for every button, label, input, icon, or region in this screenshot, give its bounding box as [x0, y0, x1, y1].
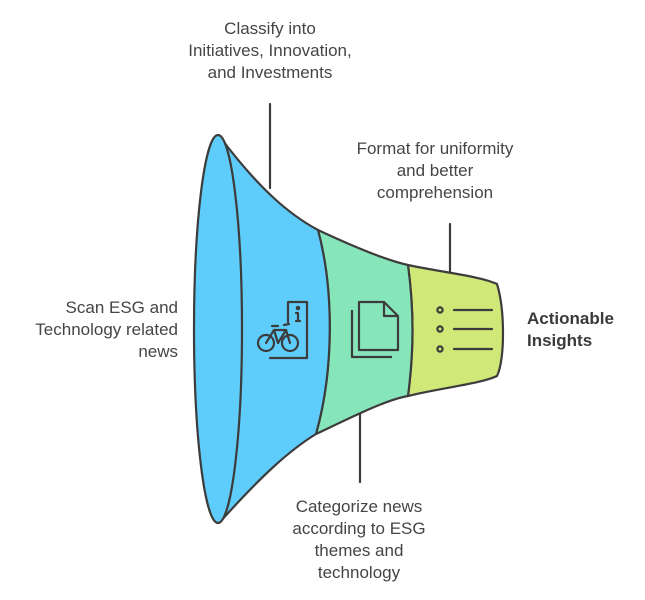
funnel-mouth	[192, 133, 244, 525]
bicycle-info-icon	[256, 300, 309, 360]
stage-classify-label: Classify into Initiatives, Innovation, a…	[188, 19, 352, 82]
funnel-stage-3	[406, 263, 505, 398]
stage-categorize-label: Categorize news according to ESG themes …	[292, 497, 426, 582]
output-label: Actionable Insights	[527, 309, 614, 350]
list-icon	[436, 306, 494, 353]
stage-format-label: Format for uniformity and better compreh…	[356, 139, 514, 202]
documents-icon	[350, 300, 400, 359]
stage-scan-label: Scan ESG and Technology related news	[35, 298, 178, 361]
